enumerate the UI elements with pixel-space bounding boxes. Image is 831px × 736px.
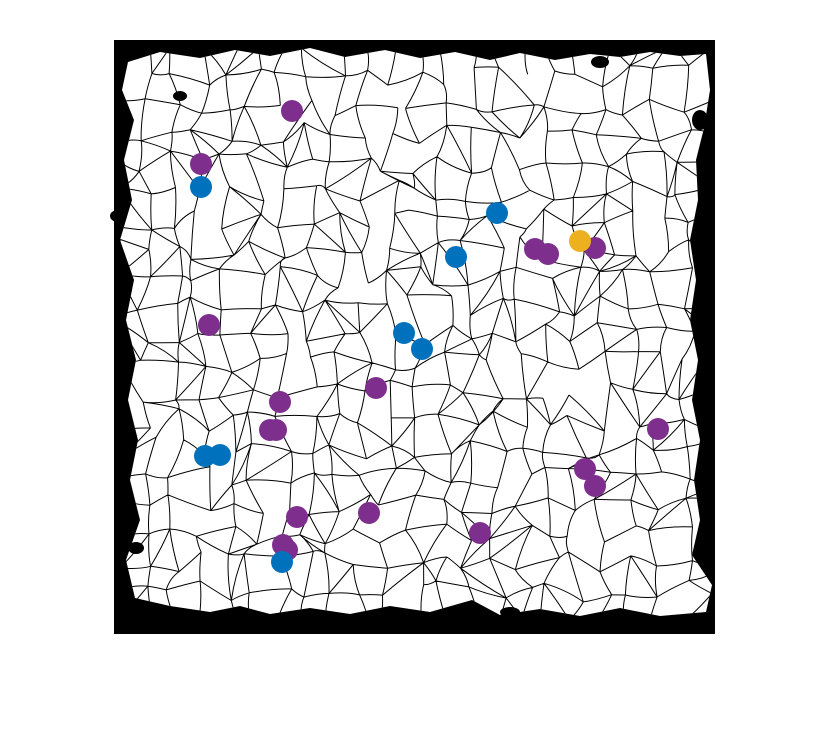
tissue-gap <box>110 210 126 222</box>
tissue-region <box>110 40 712 617</box>
cell-markers <box>190 100 669 573</box>
blue-marker <box>445 246 467 268</box>
tissue-gap <box>591 56 609 68</box>
purple-marker <box>584 475 606 497</box>
blue-marker <box>393 322 415 344</box>
blue-marker <box>411 338 433 360</box>
purple-marker <box>190 153 212 175</box>
purple-marker <box>358 502 380 524</box>
purple-marker <box>269 391 291 413</box>
tissue-gap <box>692 110 708 130</box>
purple-marker <box>574 458 596 480</box>
purple-marker <box>198 314 220 336</box>
purple-marker <box>265 419 287 441</box>
purple-marker <box>281 100 303 122</box>
orange-marker <box>569 230 591 252</box>
tissue-gap <box>173 91 187 101</box>
tissue-gap <box>431 40 449 48</box>
blue-marker <box>190 176 212 198</box>
purple-marker <box>286 506 308 528</box>
tissue-silhouette <box>120 48 712 616</box>
blue-marker <box>271 551 293 573</box>
blue-marker <box>486 202 508 224</box>
purple-marker <box>537 243 559 265</box>
purple-marker <box>365 377 387 399</box>
tissue-gap <box>694 241 706 259</box>
purple-marker <box>469 522 491 544</box>
purple-marker <box>647 418 669 440</box>
blue-marker <box>209 444 231 466</box>
